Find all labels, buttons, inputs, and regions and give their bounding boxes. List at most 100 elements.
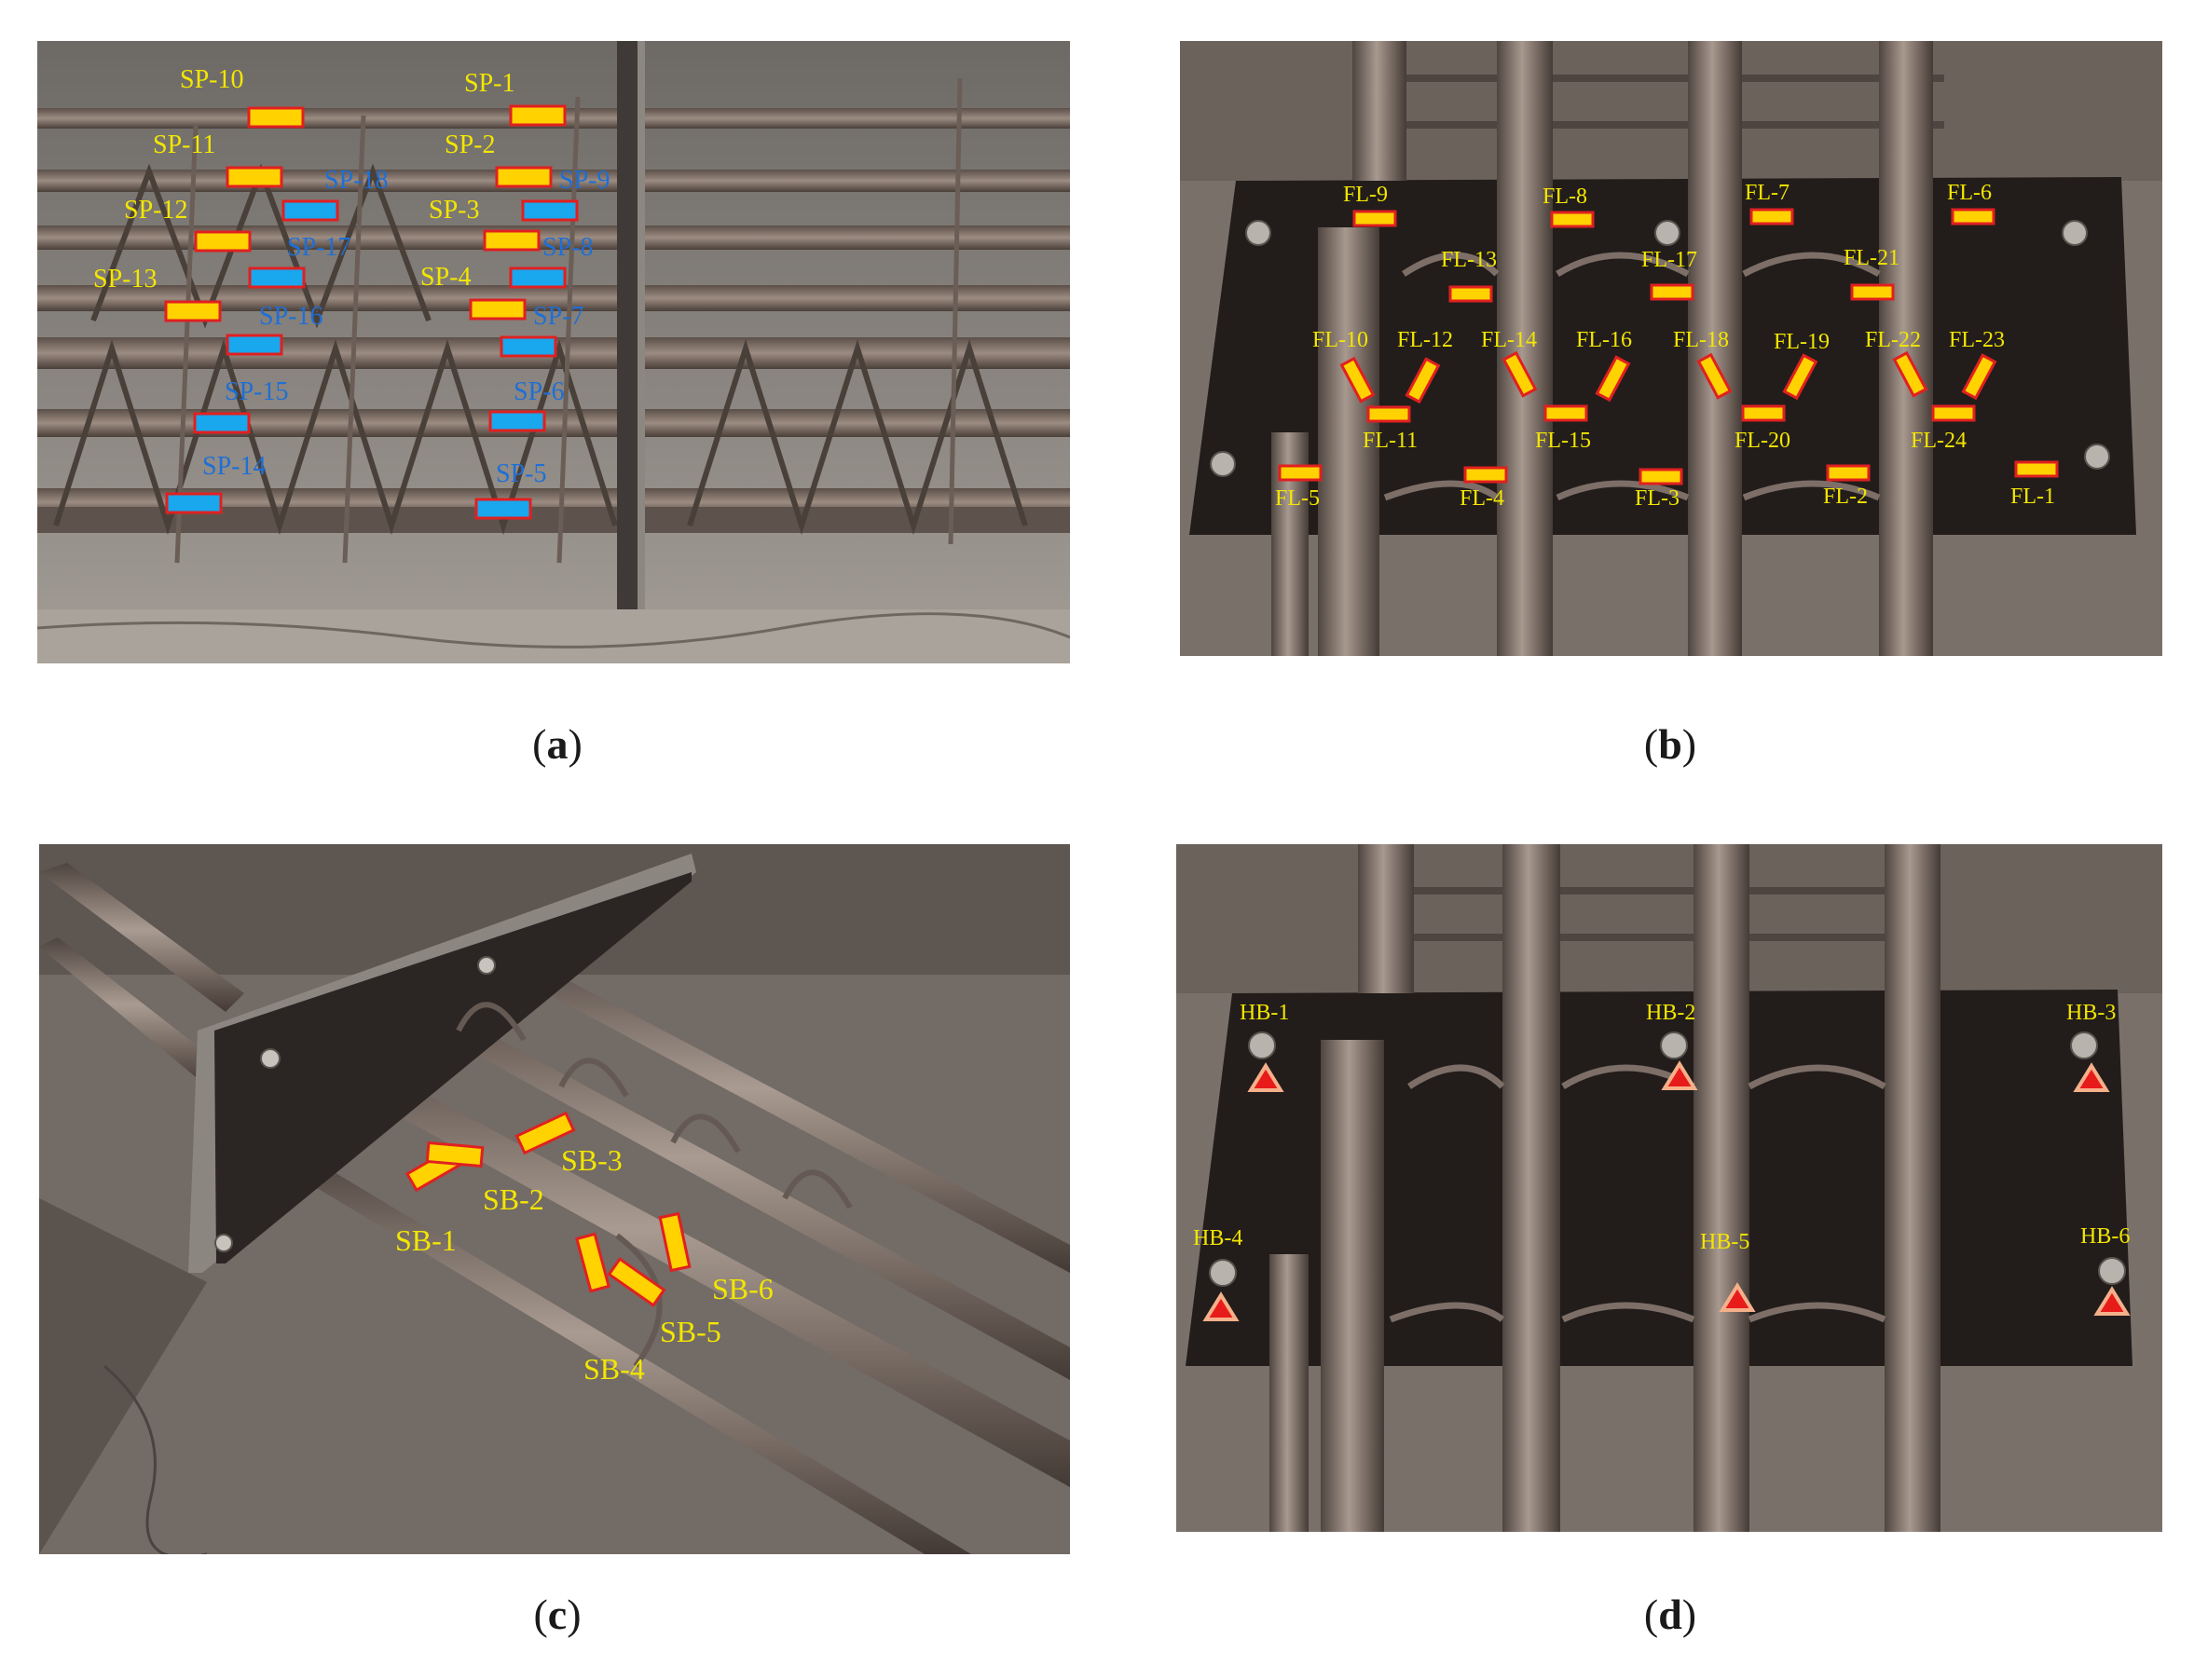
gauge-label: FL-23 [1949,328,2005,352]
strain-gauge [658,1211,692,1273]
gauge-label: FL-20 [1735,429,1790,453]
gauge-label: SP-17 [287,233,350,262]
warning-triangle-icon [2073,1062,2110,1092]
caption-a: (a) [532,720,583,768]
strain-gauge [500,335,557,358]
bolt-icon [1654,220,1680,246]
gauge-label: FL-2 [1823,485,1868,509]
strain-gauge [509,266,567,289]
gauge-label: SB-1 [395,1223,457,1257]
strain-gauge [1850,283,1895,301]
strain-gauge [1639,468,1683,485]
strain-gauge [226,166,283,188]
panel-d-photo: HB-1 HB-2 HB-3 HB-4 HB-5 HB-6 [1176,844,2162,1532]
panel-b-svg: FL-9 FL-8 FL-7 FL-6 FL-13 FL-17 FL-21 FL… [1180,41,2162,656]
strain-gauge [1741,404,1786,422]
marker-label: HB-1 [1240,1001,1289,1025]
bolt-icon [1248,1031,1276,1059]
strain-gauge [165,492,223,514]
gauge-label: FL-7 [1745,181,1789,205]
strain-gauge [194,230,252,253]
strain-gauge [483,229,541,252]
gauge-label: SB-4 [583,1352,645,1386]
gauge-label: FL-13 [1441,248,1497,272]
panel-b-pipes [1271,41,1933,656]
gauge-label: SP-12 [124,196,187,225]
gauge-label: FL-19 [1774,330,1830,354]
strain-gauge [469,298,527,321]
panel-a-photo: SP-10 SP-1 SP-11 SP-2 SP-12 SP-3 SP-13 S… [37,41,1070,663]
strain-gauge [1826,464,1871,482]
strain-gauge [488,410,546,432]
strain-gauge [281,199,339,222]
strain-gauge [2014,460,2059,478]
marker-label: HB-2 [1646,1001,1695,1025]
warning-triangle-icon [1661,1060,1698,1090]
bolt-icon [1245,220,1271,246]
gauge-label: FL-18 [1673,328,1729,352]
strain-gauge [1696,352,1733,400]
panel-c-photo: SB-3 SB-2 SB-1 SB-6 SB-5 SB-4 [39,844,1070,1554]
strain-gauge [509,104,567,127]
gauge-label: FL-10 [1312,328,1368,352]
gauge-label: FL-3 [1635,486,1680,511]
bolt-icon [2098,1257,2126,1285]
gauge-label: SP-7 [533,302,583,331]
panel-a-yellow-gauges [164,104,567,322]
gauge-label: SP-15 [225,377,288,406]
gauge-label: FL-16 [1576,328,1632,352]
gauge-label: SP-9 [559,166,610,195]
panel-a-blue-gauges [165,199,579,520]
panel-c-pipes [39,863,1070,1554]
bolt-icon [214,1234,233,1252]
gauge-label: SB-5 [660,1315,721,1348]
marker-label: HB-6 [2080,1224,2130,1249]
strain-gauge [1339,356,1376,403]
gauge-label: FL-4 [1460,486,1504,511]
panel-a-svg: SP-10 SP-1 SP-11 SP-2 SP-12 SP-3 SP-13 S… [37,41,1070,663]
strain-gauge [574,1232,611,1293]
strain-gauge [1650,283,1694,301]
strain-gauge [193,412,251,434]
bolt-icon [1660,1031,1688,1059]
gauge-label: SP-14 [202,452,266,481]
bolt-icon [2084,444,2110,470]
caption-b: (b) [1643,720,1697,768]
strain-gauge [1352,210,1397,227]
gauge-label: SP-10 [180,65,243,94]
strain-gauge [1278,464,1323,482]
panel-b-gauges [1278,208,2059,485]
panel-d-svg: HB-1 HB-2 HB-3 HB-4 HB-5 HB-6 [1176,844,2162,1532]
strain-gauge [1951,208,1995,225]
marker-label: HB-4 [1193,1226,1242,1250]
caption-c: (c) [533,1591,582,1638]
gauge-label: SP-16 [259,302,322,331]
gauge-label: FL-11 [1363,429,1418,453]
warning-triangle-icon [1719,1282,1756,1312]
gauge-label: FL-21 [1844,246,1899,270]
strain-gauge [514,1111,576,1155]
strain-gauge [1448,285,1493,303]
bolt-icon [2070,1031,2098,1059]
gauge-label: FL-1 [2010,485,2055,509]
warning-triangle-icon [2093,1286,2131,1316]
gauge-label: SP-8 [542,233,593,262]
strain-gauge [521,199,579,222]
gauge-label: FL-12 [1397,328,1453,352]
gauge-label: SP-13 [93,265,157,294]
gauge-label: FL-24 [1911,429,1967,453]
panel-c-gauges [405,1111,692,1307]
strain-gauge [1543,404,1588,422]
strain-gauge [607,1257,666,1307]
bolt-icon [1209,1259,1237,1287]
gauge-label: SB-3 [561,1143,623,1177]
gauge-label: SP-5 [496,459,546,488]
gauge-label: SB-2 [483,1182,544,1216]
gauge-label: SP-11 [153,130,215,159]
panel-d-pipes [1269,844,1940,1532]
strain-gauge [495,166,553,188]
warning-triangle-icon [1247,1062,1284,1092]
gauge-label: FL-9 [1343,183,1388,207]
strain-gauge [474,498,532,520]
marker-label: HB-3 [2066,1001,2116,1025]
